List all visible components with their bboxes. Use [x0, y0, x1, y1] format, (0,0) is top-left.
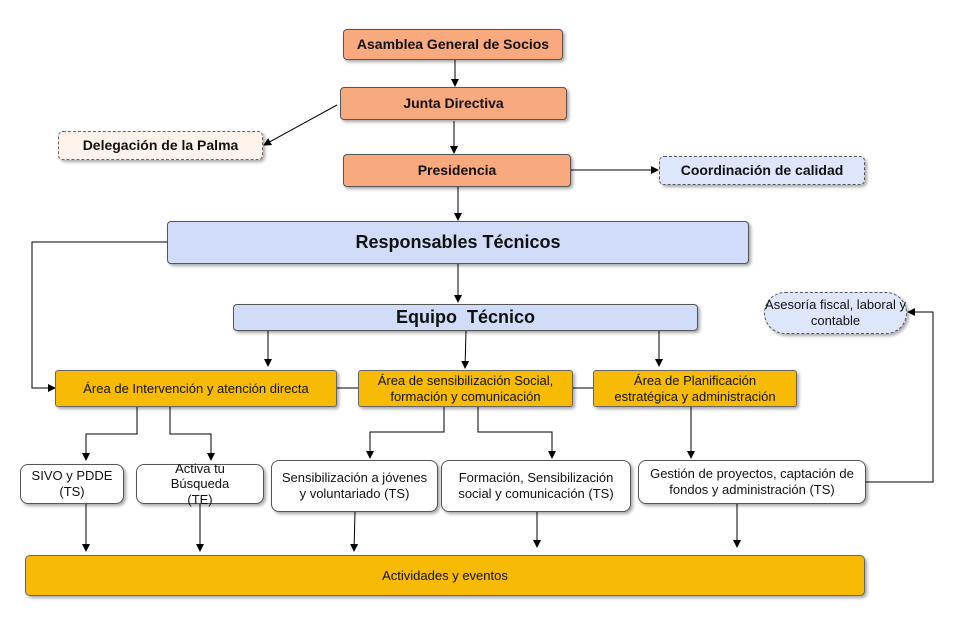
node-area-planificacion: Área de Planificación estratégica y admi… — [593, 370, 797, 407]
node-asamblea: Asamblea General de Socios — [343, 29, 563, 60]
node-junta-directiva: Junta Directiva — [340, 87, 567, 120]
node-asesoria: Asesoría fiscal, laboral y contable — [764, 292, 907, 334]
node-sensibilizacion-jovenes: Sensibilización a jóvenes y voluntariado… — [271, 460, 438, 512]
arrow-sensibilizacion-jovenes — [366, 407, 445, 459]
node-gestion-proyectos: Gestión de proyectos, captación de fondo… — [638, 460, 866, 504]
node-equipo-tecnico: Equipo Técnico — [233, 304, 698, 331]
arrow-sensibilizacion-formacion — [477, 407, 556, 459]
node-responsables-tecnicos: Responsables Técnicos — [167, 221, 749, 264]
node-area-intervencion: Área de Intervención y atención directa — [55, 370, 337, 407]
node-coordinacion-calidad: Coordinación de calidad — [659, 156, 865, 185]
node-actividades-eventos: Actividades y eventos — [25, 555, 865, 596]
arrow-intervencion-sivo — [82, 407, 138, 461]
node-delegacion-palma: Delegación de la Palma — [58, 131, 263, 160]
node-presidencia: Presidencia — [343, 154, 571, 187]
arrow-responsables-intervencion — [31, 241, 167, 392]
node-activa-busqueda: Activa tu Búsqueda (TE) — [136, 461, 264, 507]
arrow-gestion-asesoria — [866, 308, 934, 483]
node-formacion-sensibilizacion: Formación, Sensibilización social y comu… — [441, 460, 631, 512]
node-sivo-pdde: SIVO y PDDE (TS) — [20, 464, 124, 504]
arrow-junta-delegacion — [263, 104, 338, 146]
arrow-jovenes-actividades — [350, 511, 359, 552]
node-area-sensibilizacion: Área de sensibilización Social, formació… — [358, 370, 573, 407]
arrow-equipo-sensibilizacion — [461, 330, 470, 369]
arrow-intervencion-activa — [169, 407, 215, 461]
